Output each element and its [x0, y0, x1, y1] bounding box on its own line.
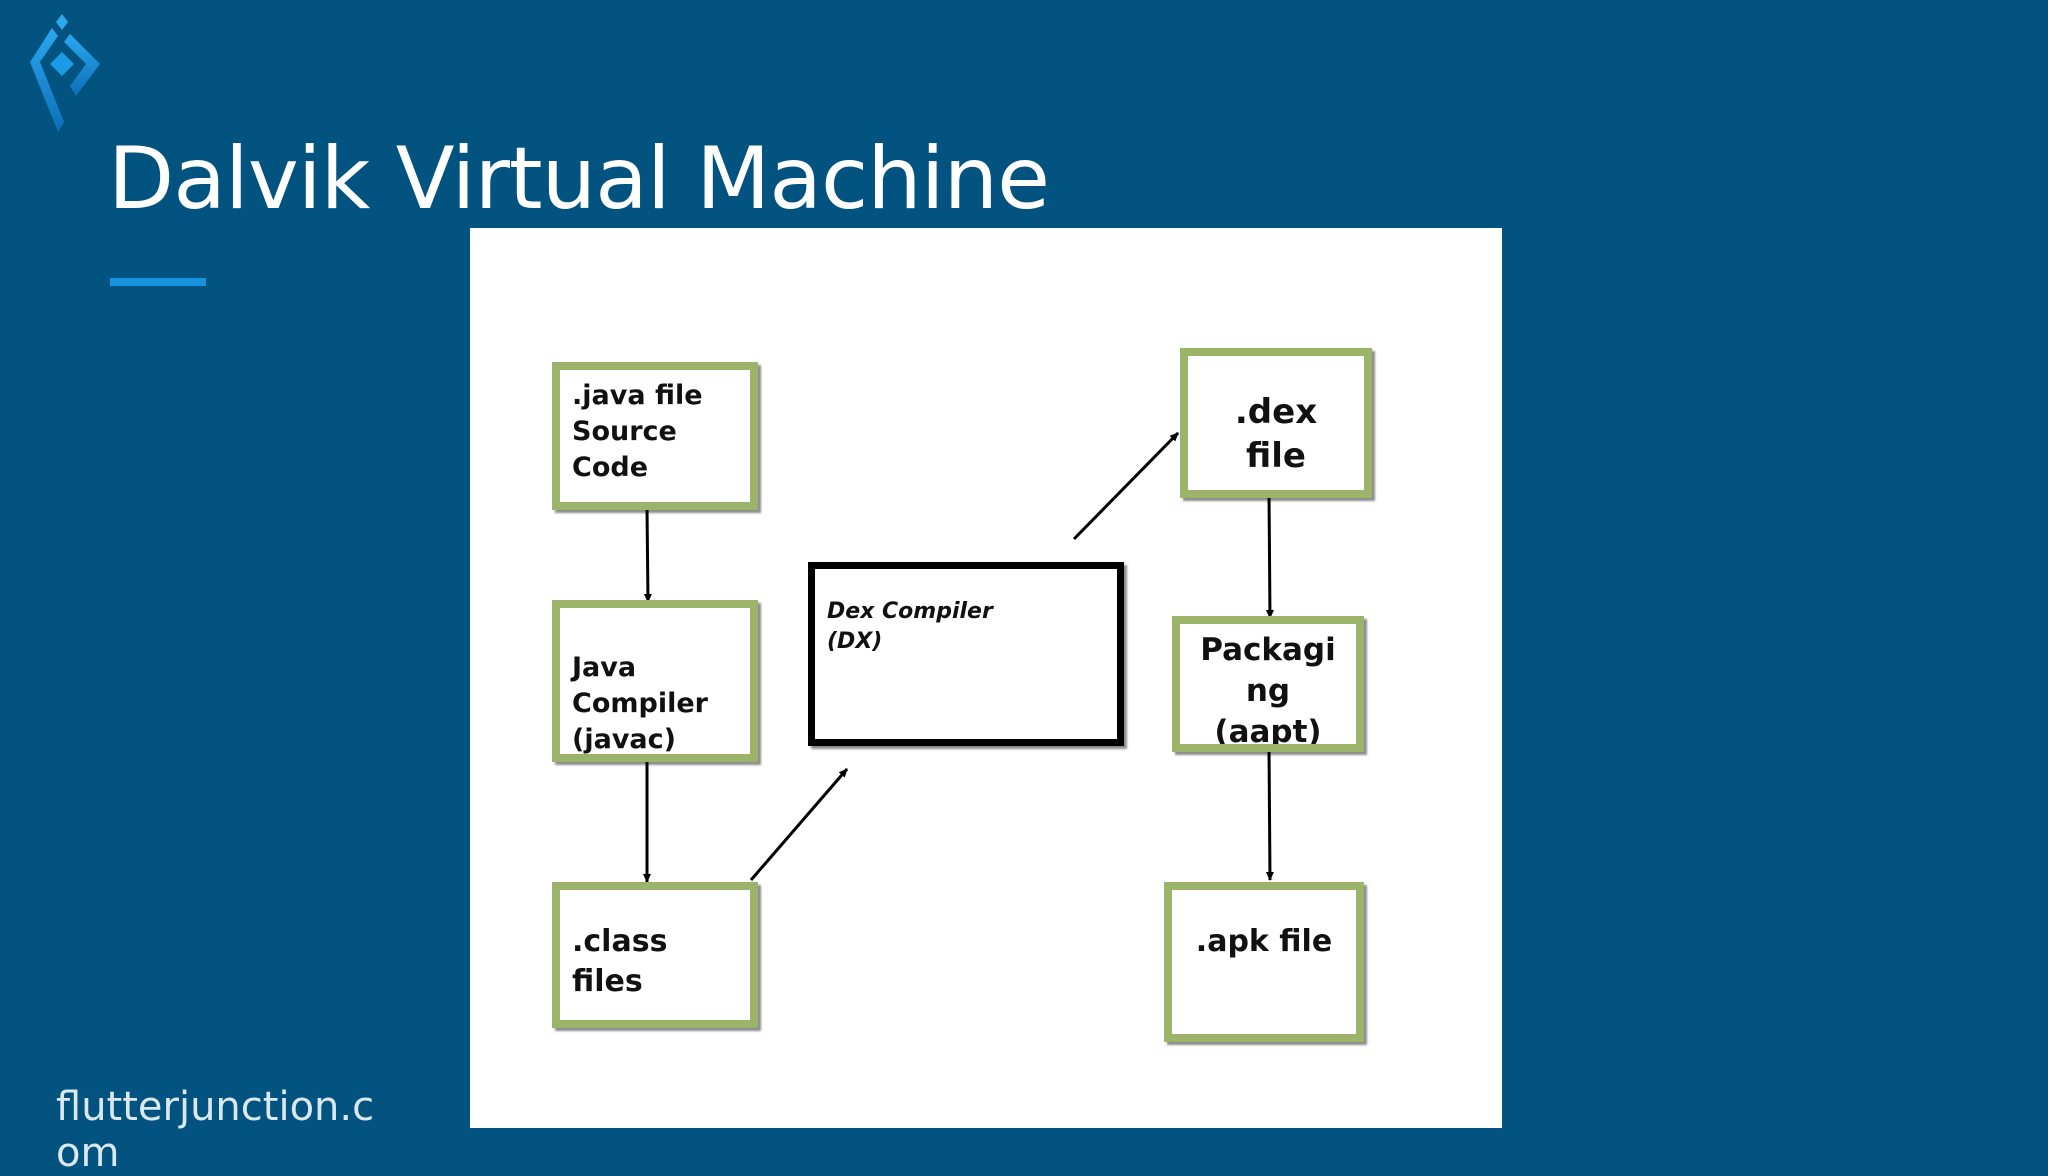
- java-file-node: .java file Source Code: [552, 362, 758, 510]
- packaging-label: Packagi ng (aapt): [1200, 632, 1336, 750]
- java-compiler-node: Java Compiler (javac): [552, 600, 758, 762]
- dex-compiler-node: Dex Compiler (DX): [808, 562, 1124, 746]
- dex-file-node: .dex file: [1180, 348, 1372, 498]
- slide-title: Dalvik Virtual Machine: [108, 129, 1050, 229]
- apk-file-node: .apk file: [1164, 882, 1364, 1042]
- arrow-class-to-dex-compiler: [749, 768, 849, 881]
- diagram-panel: .java file Source Code Java Compiler (ja…: [470, 228, 1502, 1128]
- title-underline: [110, 278, 206, 286]
- class-files-label: .class files: [572, 924, 668, 999]
- dex-compiler-label: Dex Compiler (DX): [827, 599, 993, 654]
- diagram-arrows: [643, 431, 1274, 883]
- arrow-java-to-javac: [643, 507, 652, 603]
- class-files-node: .class files: [552, 882, 758, 1028]
- packaging-node: Packagi ng (aapt): [1172, 616, 1364, 752]
- java-file-label: .java file Source Code: [572, 380, 703, 483]
- arrow-dex-to-packaging: [1265, 493, 1274, 619]
- footer-website: flutterjunction.com: [56, 1084, 375, 1176]
- java-compiler-label: Java Compiler (javac): [572, 652, 708, 755]
- arrow-packaging-to-apk: [1265, 747, 1274, 881]
- dex-file-label: .dex file: [1234, 392, 1318, 476]
- arrow-dex-compiler-to-dex: [1072, 431, 1180, 541]
- apk-file-label: .apk file: [1195, 924, 1333, 959]
- logo-icon: [30, 14, 100, 132]
